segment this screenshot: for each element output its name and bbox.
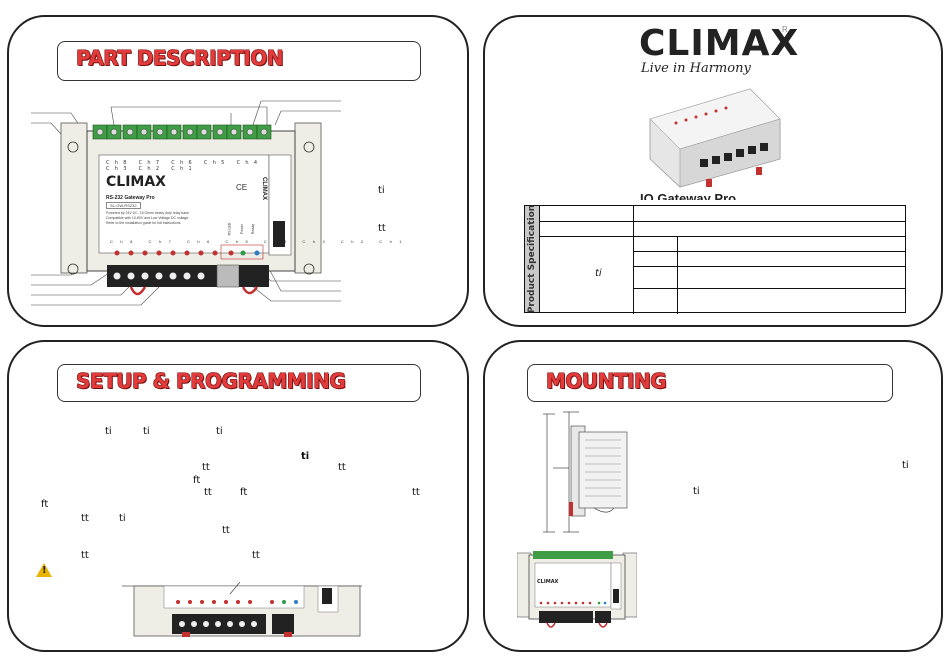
brand-tagline: Live in Harmony bbox=[641, 61, 751, 76]
channel-label: Ch4 bbox=[263, 239, 294, 244]
channel-label: Ch7 bbox=[138, 160, 165, 166]
channel-label: Ch3 bbox=[106, 166, 132, 172]
channel-label: Ch5 bbox=[225, 239, 256, 244]
channel-label: Ch3 bbox=[302, 239, 333, 244]
text-fragment: tt bbox=[81, 550, 89, 561]
din-rail-side-view bbox=[543, 411, 628, 533]
spec-table-side-label: Product Specification bbox=[524, 205, 540, 313]
device-note: Compatible with 10-80V and Low Voltage D… bbox=[106, 216, 189, 220]
text-fragment: tt bbox=[202, 462, 210, 473]
text-fragment: ti bbox=[143, 426, 150, 437]
registered-mark: R bbox=[782, 25, 788, 34]
device-bottom-view bbox=[122, 582, 362, 637]
device-serial: SL-GW-RS232 bbox=[106, 202, 141, 209]
setup-programming-title-box: SETUP & PROGRAMMING bbox=[57, 364, 421, 402]
warning-icon bbox=[36, 563, 52, 577]
text-fragment: tt bbox=[81, 513, 89, 524]
text-fragment: tt bbox=[412, 487, 420, 498]
device-side-brand: CLIMAX bbox=[261, 177, 267, 200]
climax-logo: CLIMAX bbox=[639, 23, 800, 64]
device-bottom-channel-labels: Ch8 Ch7 Ch6 Ch5 Ch4 Ch3 Ch2 Ch1 bbox=[110, 239, 409, 244]
channel-label: Ch1 bbox=[379, 239, 410, 244]
channel-label: Ch6 bbox=[171, 160, 198, 166]
device-top-channel-labels: Ch8 Ch7 Ch6 Ch5 Ch4 Ch3 Ch2 Ch1 bbox=[106, 160, 266, 172]
device-note: Powered by 24V DC, 15 Ohms heavy duty re… bbox=[106, 211, 189, 215]
product-spec-panel: CLIMAX R Live in Harmony IO Gateway Pro … bbox=[483, 15, 943, 327]
spec-table: ti bbox=[540, 205, 906, 314]
device-logo: CLIMAX bbox=[106, 174, 166, 190]
channel-label: Ch8 bbox=[110, 239, 140, 244]
text-fragment: ft bbox=[41, 499, 49, 510]
text-fragment: ti bbox=[216, 426, 223, 437]
section-title: SETUP & PROGRAMMING bbox=[76, 369, 346, 393]
section-title: MOUNTING bbox=[546, 369, 667, 393]
mounting-panel: MOUNTING ti ti CLIMAX bbox=[483, 340, 943, 652]
text-fragment: ti bbox=[378, 185, 385, 196]
channel-label: Ch1 bbox=[171, 166, 198, 172]
part-description-title-box: PART DESCRIPTION bbox=[57, 41, 421, 81]
mounted-device-logo: CLIMAX bbox=[537, 579, 559, 585]
device-diagram bbox=[31, 100, 341, 306]
text-fragment: ti bbox=[595, 268, 602, 279]
text-fragment: ti bbox=[902, 460, 909, 471]
text-fragment: tt bbox=[222, 525, 230, 536]
channel-label: Ch2 bbox=[138, 166, 165, 172]
text-fragment: ft bbox=[193, 475, 201, 486]
section-title: PART DESCRIPTION bbox=[76, 46, 284, 70]
part-description-panel: PART DESCRIPTION bbox=[7, 15, 469, 327]
device-ce-mark: CE bbox=[236, 183, 248, 192]
mounting-title-box: MOUNTING bbox=[527, 364, 893, 402]
channel-label: Ch6 bbox=[186, 239, 217, 244]
product-photo bbox=[649, 88, 781, 188]
setup-programming-panel: SETUP & PROGRAMMING ti ti ti ti tt tt ft… bbox=[7, 340, 469, 652]
channel-label: Ch8 bbox=[106, 160, 132, 166]
channel-label: Ch5 bbox=[203, 160, 230, 166]
mounted-device-front-view: CLIMAX bbox=[517, 551, 637, 628]
channel-label: Ch4 bbox=[236, 160, 263, 166]
text-fragment: tt bbox=[378, 223, 386, 234]
text-fragment: ti bbox=[105, 426, 112, 437]
device-led-labels: RS LED Power Ready bbox=[223, 223, 258, 236]
text-fragment: tt bbox=[204, 487, 212, 498]
text-fragment: ti bbox=[693, 486, 700, 497]
channel-label: Ch7 bbox=[148, 239, 179, 244]
device-note: Refer to the installation guide for full… bbox=[106, 221, 181, 225]
warning-icon-mark: ! bbox=[42, 565, 47, 576]
led-label: Ready bbox=[250, 223, 255, 235]
channel-label: Ch2 bbox=[340, 239, 371, 244]
led-label: RS LED bbox=[227, 222, 232, 236]
text-fragment: ft bbox=[240, 487, 248, 498]
spec-side-text: Product Specification bbox=[527, 204, 537, 314]
text-fragment: ti bbox=[119, 513, 126, 524]
text-fragment: tt bbox=[252, 550, 260, 561]
product-caption: IO Gateway Pro bbox=[640, 191, 737, 200]
device-model: RS-232 Gateway Pro bbox=[106, 195, 155, 201]
text-fragment: ti bbox=[301, 451, 310, 462]
text-fragment: tt bbox=[338, 462, 346, 473]
led-label: Power bbox=[239, 224, 244, 234]
